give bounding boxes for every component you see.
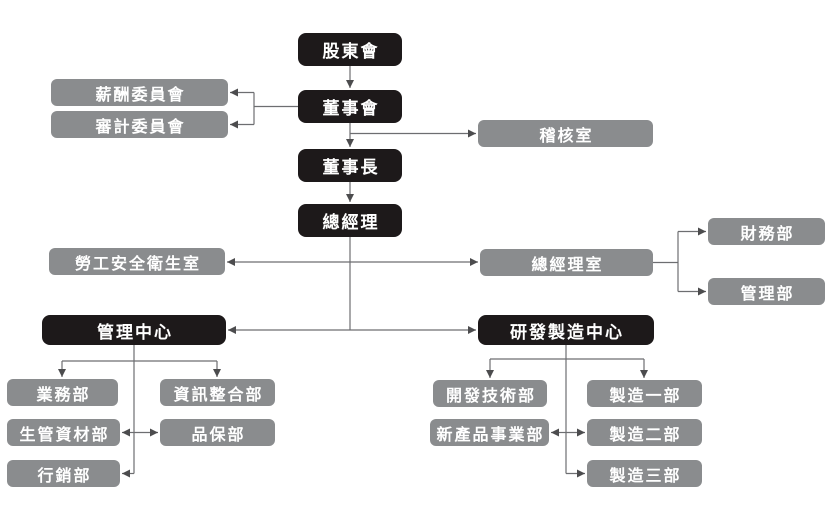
node-label: 製造二部 [609,426,682,444]
edge-board-committees [230,88,298,129]
node-rd-mfg-center: 研發製造中心 [478,315,654,345]
node-management-center: 管理中心 [42,315,226,345]
edge-rdmfg-subtree [486,345,648,478]
node-label: 管理部 [740,285,795,303]
node-general-manager: 總經理 [298,204,402,237]
node-label: 董事長 [322,158,380,177]
node-marketing-dept: 行銷部 [7,460,120,487]
node-label: 股東會 [322,42,380,61]
node-chairman: 董事長 [298,149,402,182]
node-label: 勞工安全衛生室 [74,255,201,273]
node-label: 管理中心 [97,322,173,342]
node-admin-dept: 管理部 [708,278,825,305]
node-audit-office: 稽核室 [478,120,653,147]
node-label: 財務部 [740,225,795,243]
edge-mgmt-subtree [58,345,221,478]
edge-gmoffice-depts [653,227,706,296]
node-label: 總經理 [322,213,380,232]
node-label: 新產品事業部 [436,426,545,444]
node-gm-office: 總經理室 [480,249,653,276]
node-compensation-committee: 薪酬委員會 [51,79,228,106]
node-label: 總經理室 [531,256,604,274]
node-mfg-dept-1: 製造一部 [587,380,702,407]
node-info-integration-dept: 資訊整合部 [160,379,275,406]
node-label: 製造三部 [609,467,682,485]
node-label: 董事會 [322,99,380,118]
node-sales-dept: 業務部 [7,379,118,406]
node-production-materials-dept: 生管資材部 [7,419,120,446]
node-mfg-dept-3: 製造三部 [587,460,702,487]
node-qa-dept: 品保部 [160,419,275,446]
node-label: 薪酬委員會 [95,86,186,104]
node-label: 製造一部 [609,387,682,405]
node-label: 資訊整合部 [173,386,264,404]
node-label: 研發製造中心 [510,322,624,342]
node-label: 業務部 [36,386,91,404]
node-label: 審計委員會 [95,118,186,136]
node-shareholders-meeting: 股東會 [298,33,402,66]
node-mfg-dept-2: 製造二部 [587,419,702,446]
node-label: 生管資材部 [19,426,110,444]
node-label: 品保部 [191,426,246,444]
node-finance-dept: 財務部 [708,218,825,245]
node-audit-committee: 審計委員會 [51,111,228,138]
node-label: 稽核室 [539,127,594,145]
node-dev-tech-dept: 開發技術部 [433,380,547,407]
node-board-of-directors: 董事會 [298,90,402,123]
node-label: 開發技術部 [445,387,536,405]
node-new-product-dept: 新產品事業部 [430,419,549,446]
node-label: 行銷部 [37,467,92,485]
node-labor-safety-office: 勞工安全衛生室 [49,248,225,275]
